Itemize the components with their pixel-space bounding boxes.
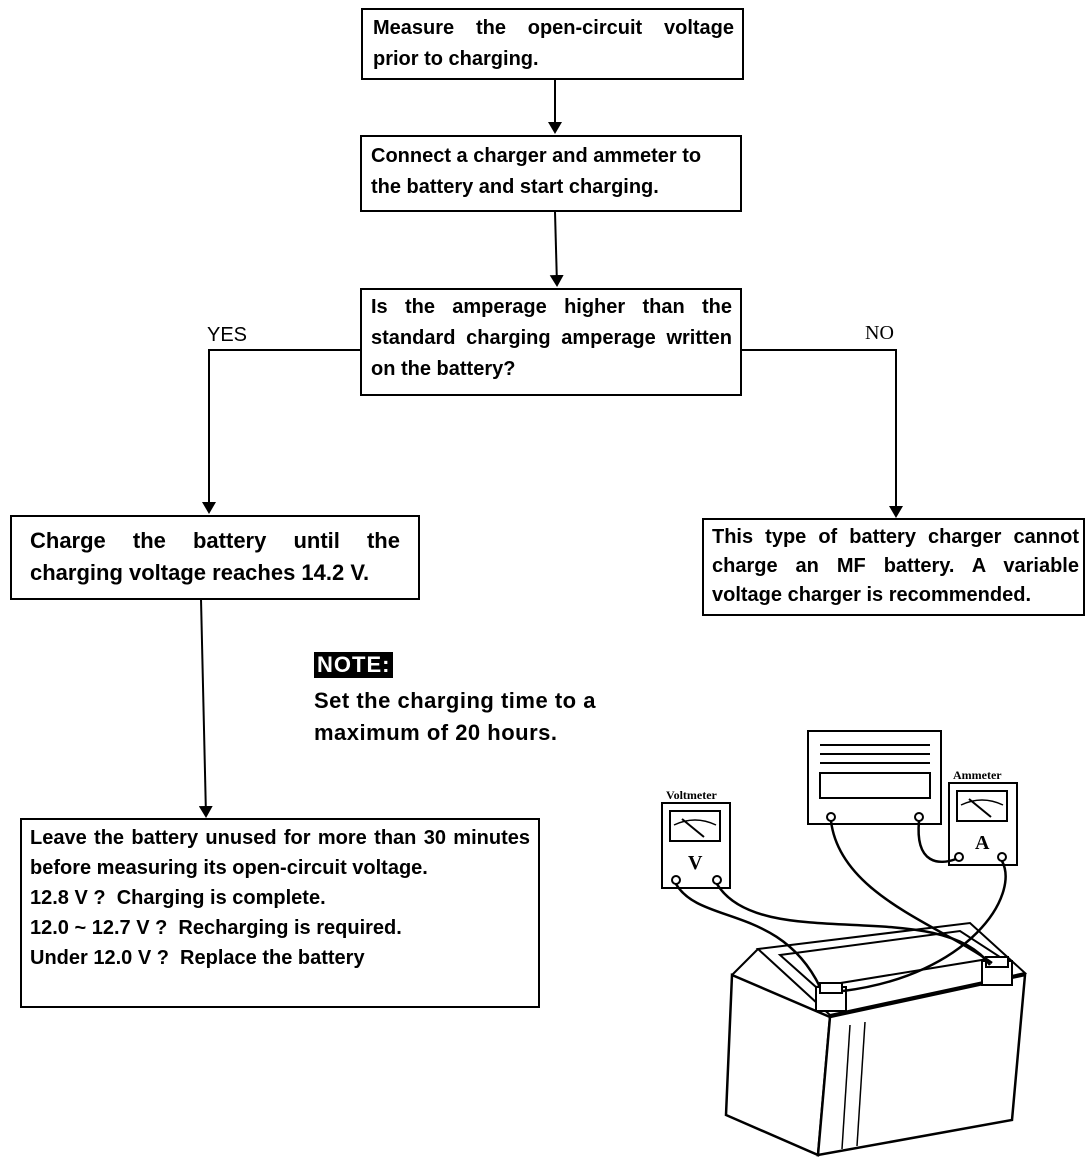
note-text: Set the charging time to a maximum of 20… (314, 688, 596, 745)
step-measure-box: Measure the open-circuit voltage prior t… (361, 8, 744, 80)
no-result-box: This type of battery charger cannot char… (702, 518, 1085, 616)
decision-question-text: Is the amperage higher than the standard… (371, 296, 732, 380)
arrow-yes-branch (202, 349, 361, 514)
decision-question-box: Is the amperage higher than the standard… (360, 288, 742, 396)
arrow-no-branch (742, 349, 903, 518)
result-complete: 12.8 V ? Charging is complete. (30, 887, 326, 909)
step-charge-box: Charge the battery until the charging vo… (10, 515, 420, 600)
step-measure-text: Measure the open-circuit voltage prior t… (373, 17, 734, 70)
step-leave-text: Leave the battery unused for more than 3… (30, 827, 530, 879)
note-tag: NOTE: (314, 652, 394, 678)
no-result-text: This type of battery charger cannot char… (712, 526, 1079, 606)
ammeter-symbol: A (975, 832, 990, 854)
step-charge-text: Charge the battery until the charging vo… (30, 528, 400, 585)
charger-unit (807, 730, 942, 825)
yes-label: YES (207, 324, 248, 346)
arrow-charge-to-leave (198, 598, 213, 818)
no-label: NO (865, 322, 894, 344)
step-leave-box: Leave the battery unused for more than 3… (20, 818, 540, 1008)
result-replace: Under 12.0 V ? Replace the battery (30, 947, 365, 969)
battery-charging-illustration: Voltmeter V Ammeter A (661, 730, 1028, 1157)
arrow-connect-to-question (549, 211, 564, 287)
test-leads (674, 820, 1007, 993)
battery (724, 921, 1028, 1157)
voltmeter-label: Voltmeter (666, 788, 718, 802)
step-connect-box: Connect a charger and ammeter to the bat… (360, 135, 742, 212)
step-connect-text: Connect a charger and ammeter to the bat… (371, 145, 702, 198)
ammeter-label: Ammeter (953, 768, 1002, 782)
voltmeter-symbol: V (688, 852, 703, 874)
voltmeter: Voltmeter V (661, 788, 731, 889)
result-recharge: 12.0 ~ 12.7 V ? Recharging is required. (30, 917, 402, 939)
ammeter: Ammeter A (948, 768, 1018, 866)
